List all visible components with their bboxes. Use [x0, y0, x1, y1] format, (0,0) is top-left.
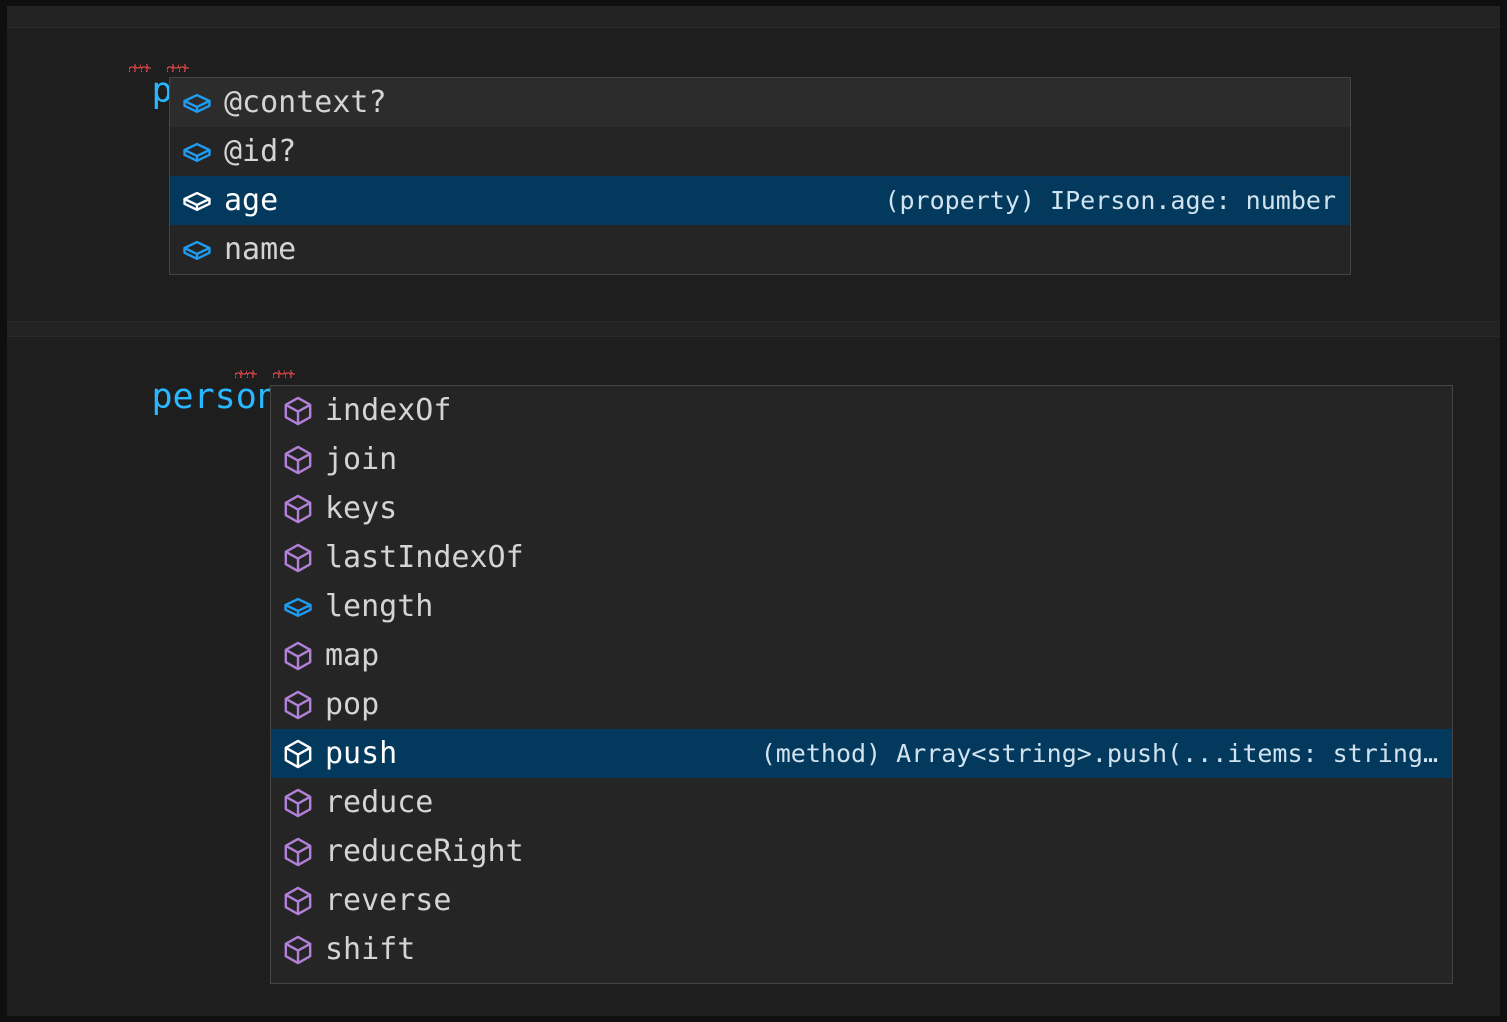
suggest-item-indexof[interactable]: indexOf: [271, 386, 1452, 435]
suggest-item-keys[interactable]: keys: [271, 484, 1452, 533]
error-squiggle-icon: [273, 370, 295, 378]
suggest-item-label: @context?: [224, 84, 387, 120]
suggest-item-label: pop: [325, 686, 380, 722]
editor-separator-band: [7, 321, 1500, 337]
code-editor-surface[interactable]: person.; person.name.; @context?@id?age(…: [7, 6, 1500, 1016]
suggest-item-label: push: [325, 735, 398, 771]
suggest-item-pop[interactable]: pop: [271, 680, 1452, 729]
suggest-item-length[interactable]: length: [271, 582, 1452, 631]
symbol-method-icon: [284, 788, 312, 817]
suggest-item-label: shift: [325, 931, 416, 967]
symbol-method-icon: [284, 641, 312, 670]
token-variable-person-2: person: [151, 377, 278, 417]
suggest-item-detail: (method) Array<string>.push(...items: st…: [760, 739, 1438, 768]
error-squiggle-icon: [235, 370, 257, 378]
suggest-item-label: map: [325, 637, 380, 673]
symbol-property-icon: [183, 93, 211, 113]
suggest-item-lastindexof[interactable]: lastIndexOf: [271, 533, 1452, 582]
symbol-method-icon: [284, 837, 312, 866]
symbol-property-icon: [183, 142, 211, 162]
suggest-item-detail: (property) IPerson.age: number: [884, 186, 1336, 215]
suggest-item-age[interactable]: age (property) IPerson.age: number: [170, 176, 1350, 225]
suggest-item-label: length: [325, 588, 434, 624]
suggest-item-reverse[interactable]: reverse: [271, 876, 1452, 925]
error-squiggle-icon: [167, 64, 189, 72]
suggest-item-label: age: [224, 182, 279, 218]
symbol-property-icon: [183, 191, 211, 211]
error-squiggle-icon: [129, 64, 151, 72]
symbol-method-icon: [284, 739, 312, 768]
suggest-item-reduce[interactable]: reduce: [271, 778, 1452, 827]
suggest-item-join[interactable]: join: [271, 435, 1452, 484]
suggest-item-label: keys: [325, 490, 398, 526]
symbol-method-icon: [284, 886, 312, 915]
suggest-item-context[interactable]: @context?: [170, 78, 1350, 127]
suggest-item-label: reverse: [325, 882, 452, 918]
suggest-item-label: lastIndexOf: [325, 539, 524, 575]
symbol-property-icon: [284, 597, 312, 617]
suggest-item-reduceright[interactable]: reduceRight: [271, 827, 1452, 876]
suggest-item-label: join: [325, 441, 398, 477]
symbol-method-icon: [284, 935, 312, 964]
symbol-method-icon: [284, 690, 312, 719]
symbol-method-icon: [284, 396, 312, 425]
symbol-method-icon: [284, 543, 312, 572]
suggest-item-shift[interactable]: shift: [271, 925, 1452, 974]
suggest-item-push[interactable]: push (method) Array<string>.push(...items…: [271, 729, 1452, 778]
suggest-item-label: indexOf: [325, 392, 452, 428]
suggest-widget-properties[interactable]: @context? @id? age (property) IPerson.age: …: [169, 77, 1351, 275]
suggest-item-label: @id?: [224, 133, 297, 169]
suggest-item-map[interactable]: map: [271, 631, 1452, 680]
suggest-widget-array-members[interactable]: indexOf join keys lastIndexOf length map pop pu…: [270, 385, 1453, 984]
suggest-item-label: reduceRight: [325, 833, 524, 869]
symbol-method-icon: [284, 445, 312, 474]
editor-top-band: [7, 6, 1500, 28]
suggest-item-name[interactable]: name: [170, 225, 1350, 274]
suggest-item-id[interactable]: @id?: [170, 127, 1350, 176]
symbol-property-icon: [183, 240, 211, 260]
suggest-item-label: name: [224, 231, 297, 267]
symbol-method-icon: [284, 494, 312, 523]
suggest-item-label: reduce: [325, 784, 434, 820]
